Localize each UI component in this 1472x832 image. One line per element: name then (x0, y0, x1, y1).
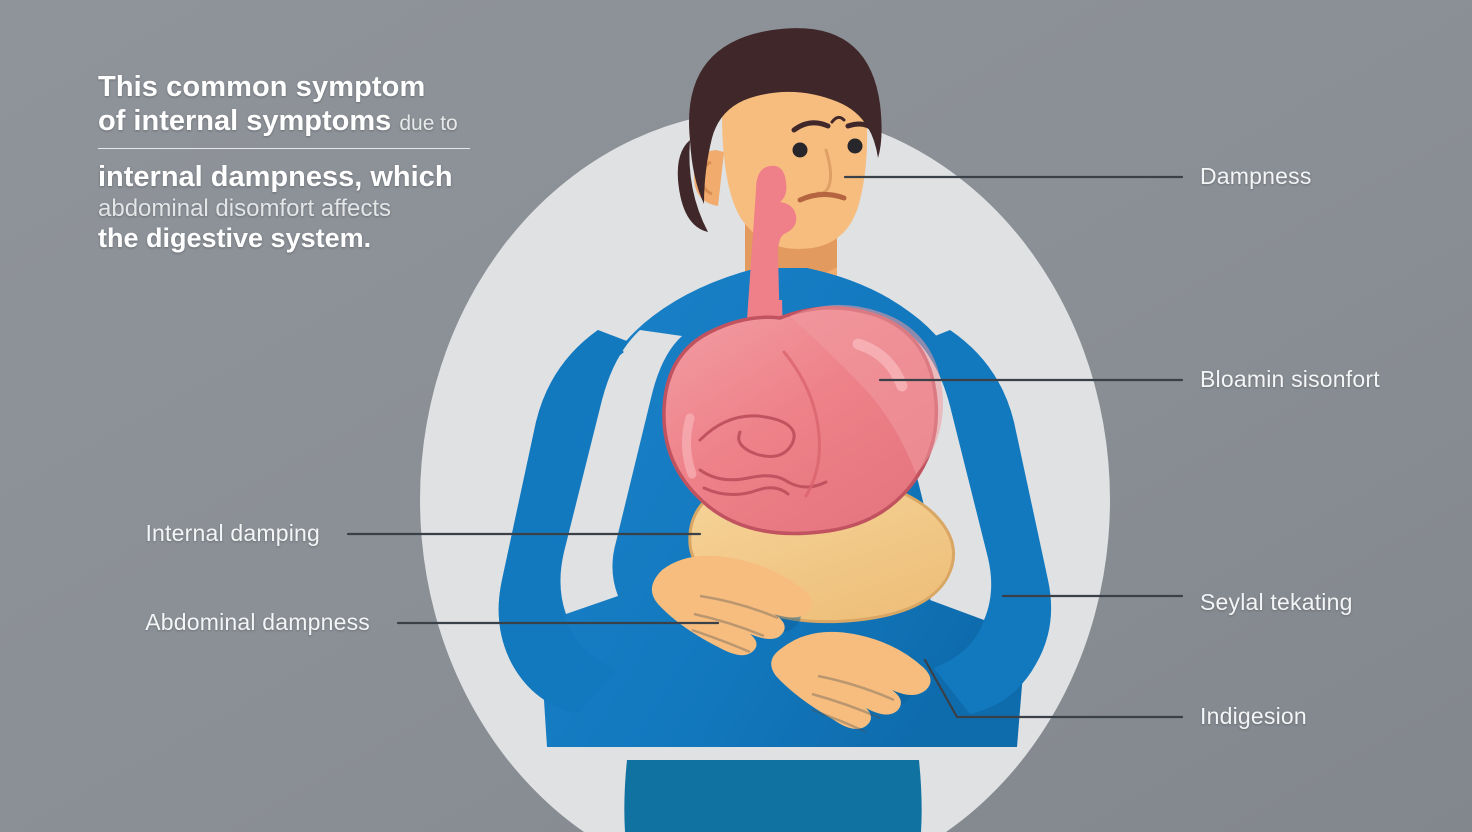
left-arm-outer (498, 330, 624, 714)
stomach-fundus (790, 304, 943, 474)
caption-line-2-strong: of internal symptoms (98, 105, 392, 138)
leader-indigestion (923, 658, 1184, 719)
callout-label-abdominal-dampness: Abdominal dampness (145, 609, 370, 635)
caption-line-4: abdominal disomfort affects (98, 194, 392, 222)
caption-line-2: of internal symptoms due to (98, 104, 498, 138)
caption-line-2-soft: due to (399, 112, 458, 136)
eyebrow-left (791, 120, 831, 133)
hand-upper (651, 555, 813, 656)
caption-divider (98, 148, 470, 150)
mouth (797, 192, 847, 203)
hair (689, 28, 882, 205)
caption-line-3: internal dampness, which (98, 161, 453, 194)
caption-block: This common symptom of internal symptoms… (98, 70, 498, 255)
caption-line-5: the digestive system. (98, 222, 372, 253)
hand-upper-fingers (691, 594, 779, 654)
pants (624, 760, 922, 832)
right-arm (910, 330, 1052, 714)
callout-label-bloating: Bloamin sisonfort (1200, 366, 1380, 392)
stomach-rugae-3 (702, 486, 790, 496)
eyebrow-right (845, 121, 879, 135)
eye-right (847, 138, 863, 154)
stomach-curve-major (782, 350, 821, 498)
hand-lower (771, 631, 931, 729)
stomach-highlight-left (682, 413, 697, 479)
hand-lower-fingers (811, 674, 895, 734)
hair-sideburn (677, 140, 708, 232)
brow-furrow (830, 115, 846, 124)
callout-label-internal-damping: Internal damping (145, 520, 320, 546)
callout-label-sealed-bloating: Seylal tekating (1200, 589, 1353, 615)
stomach-rugae-2 (698, 468, 828, 489)
callout-label-indigestion: Indigesion (1200, 703, 1307, 729)
caption-line-1: This common symptom (98, 71, 426, 103)
eye-left (792, 142, 808, 158)
callout-label-dampness: Dampness (1200, 163, 1312, 189)
arm-torso-gap-left (560, 330, 682, 614)
leader-lines (346, 175, 1184, 719)
stomach-rugae-1 (698, 414, 796, 458)
